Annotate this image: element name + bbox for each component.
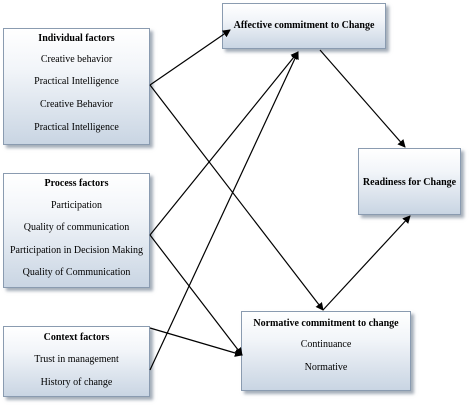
individual-factor-item: Creative Behavior [39,99,114,110]
individual-factor-item: Practical Intelligence [34,122,119,133]
arrow-affective-to-readiness [319,49,406,148]
process-factor-item: Participation in Decision Making [9,245,144,256]
normative-commitment-item: Continuance [300,339,352,350]
arrow-process-to-normative [149,234,243,356]
arrow-context-to-normative [149,327,243,357]
individual-factor-item: Creative behavior [40,54,113,65]
arrow-individual-to-affective [149,29,231,86]
arrow-individual-to-normative [149,84,324,311]
process-factors-title: Process factors [44,178,109,189]
arrow-process-to-affective [149,51,299,236]
process-factor-item: Quality of communication [23,222,130,233]
normative-commitment-title: Normative commitment to change [253,318,399,329]
process-factor-item: Quality of Communication [22,267,131,278]
context-factors-title: Context factors [43,332,110,343]
context-factor-item: Trust in management [34,354,119,365]
affective-commitment-title: Affective commitment to Change [233,20,375,31]
context-factor-item: History of change [40,377,113,388]
readiness-for-change-box: Readiness for Change [358,148,461,215]
context-factors-box: Context factors Trust in management Hist… [3,326,150,397]
individual-factors-title: Individual factors [38,33,115,44]
individual-factor-item: Practical Intelligence [34,76,119,87]
normative-commitment-box: Normative commitment to change Continuan… [241,311,411,391]
process-factor-item: Participation [50,200,103,211]
process-factors-box: Process factors Participation Quality of… [3,173,150,288]
individual-factors-box: Individual factors Creative behavior Pra… [3,28,150,145]
normative-commitment-item: Normative [304,362,348,373]
readiness-for-change-title: Readiness for Change [362,177,457,188]
affective-commitment-box: Affective commitment to Change [222,3,386,49]
arrow-normative-to-readiness [322,215,411,311]
